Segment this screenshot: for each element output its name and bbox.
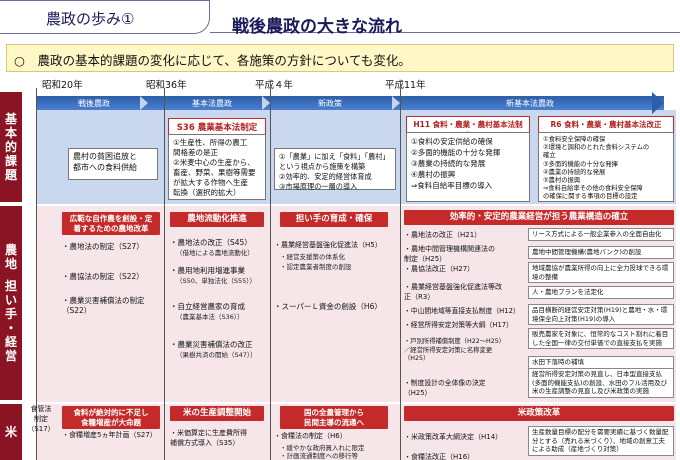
era-heisei11: 平成11年 <box>385 80 426 91</box>
period-basic-law: 基本法農政 <box>192 99 232 108</box>
era-showa20: 昭和20年 <box>42 80 83 91</box>
rice-distribution-header: 国の全量管理から 民間主導の流通へ <box>280 406 388 429</box>
liquidity-note: （果樹共済の開始（S47）） <box>176 351 257 359</box>
period-new-policy: 新政策 <box>318 99 342 108</box>
era-heisei4: 平成４年 <box>255 80 294 91</box>
title-underline <box>210 32 680 33</box>
timeline-divider <box>392 96 400 110</box>
structure-item: ・農協法改正（H27） <box>404 265 475 273</box>
liquidity-note: （農業基本法（S36）） <box>176 313 244 321</box>
new-policy-box: ①「農業」に加え「食料」「農村」 という視点から施策を構築 ②効率的、安定的経営… <box>274 148 396 191</box>
structure-note: 品目横断的経営安定対策(H19)と農地・水・環境保全向上対策(H19)の導入 <box>528 304 674 325</box>
structure-note: リース方式による一般企業参入の全面自由化 <box>528 228 674 241</box>
period-postwar: 戦後農政 <box>78 99 110 108</box>
structure-note: 経営所得安定対策の見直し、日本型直接支払(多面的機能支払)の創設、水田のフル活用… <box>528 368 674 398</box>
successor-note: ・経営支援策の体系化 <box>280 253 345 261</box>
r6-law-header: R6 食料・農業・農村基本法改正 <box>538 116 674 133</box>
rice-reform-header: 米政策改革 <box>404 406 674 421</box>
rice-reform-note: 生産数量目標の配分を需要実績に基づく数量配分とする（売れる米づくり）、地域の創意… <box>528 426 674 456</box>
section-tab <box>0 0 210 34</box>
era-showa36: 昭和36年 <box>146 80 187 91</box>
liquidity-item: ・農地法の改正（S45） <box>170 238 252 247</box>
section-tab-title: 農政の歩み① <box>46 10 135 28</box>
era-line <box>36 88 37 460</box>
era-line <box>270 88 271 460</box>
structure-item: ・農地法の改正（H21） <box>404 231 482 239</box>
structure-note: 農地中間管理機構(農地バンク)の創設 <box>528 246 674 259</box>
rice-item: ・米政策改革大綱決定（H14） <box>404 433 503 441</box>
timeline-arrow <box>36 96 664 110</box>
summary-text: ○ 農政の基本的課題の変化に応じて、各施策の方針についても変化。 <box>14 53 411 68</box>
structure-note: 販売農家を対象に、恒常的なコスト割れに着目した全国一律の交付単価での直接支払を実… <box>528 328 674 349</box>
successor-note: ・認定農業者制度の創設 <box>280 263 352 271</box>
successor-item: ・スーパーＬ資金の創設（H6） <box>274 302 382 311</box>
page-title: 戦後農政の大きな流れ <box>232 17 402 37</box>
structure-item: ・農地中間管理機構関連法の 制定（H25） <box>404 245 495 263</box>
liquidity-item: ・農業災害補償法の改正 <box>170 340 253 349</box>
structure-note: 地域農協が農業所得の向上に全力投球できる環境の整備 <box>528 262 674 283</box>
h11-law-box: ①食料の安定供給の確保 ②多面的機能の十分な発揮 ③農業の持続的な発展 ④農村の… <box>406 132 530 202</box>
liquidity-note: （借地による農地流動化） <box>176 249 254 257</box>
timeline-divider <box>262 96 270 110</box>
structure-item: ・戸別所得補償制度（H22〜H25） ／経営所得安定対策に名称変更 （H25） <box>404 338 506 362</box>
timeline-divider <box>140 96 148 110</box>
era-line <box>164 88 165 460</box>
era-line <box>400 88 401 460</box>
structure-header: 効率的・安定的農業経営が担う農業構造の確立 <box>404 210 674 225</box>
structure-item: ・制度設計の全体像の決定 （H25） <box>404 379 486 397</box>
rice-item: ・食糧法改正（H16） <box>404 453 475 460</box>
structure-item: ・農業経営基盤強化促進法等改 正（R3） <box>404 283 502 301</box>
rice-item: ・米価算定に生産費所得 補償方式導入（S35） <box>170 429 247 447</box>
rice-note: ・緩やかな政府買入れに限定 ・計画流通制度への移行等 <box>280 444 365 460</box>
food-control-law: 食管法 制定 （S17） <box>27 405 55 433</box>
rice-item: ・食糧法の制定（H6） <box>274 432 347 440</box>
s36-law-box: ①生産性、所得の農工 間格差の是正 ②米麦中心の生産から、 畜産、野菜、果樹等需… <box>168 134 266 200</box>
rice-adjustment-header: 米の生産調整開始 <box>170 406 264 421</box>
farmland-item: ・農地法の制定（S27） <box>62 242 144 251</box>
summary-banner <box>6 44 674 72</box>
label-rice: 米 <box>0 404 22 460</box>
label-farmland-management: 農地担い手・経営 <box>0 206 22 400</box>
food-shortage-header: 食料が絶対的に不足し 食糧増産が大命題 <box>62 406 160 429</box>
successor-item: ・農業経営基盤強化促進法（H5） <box>274 241 382 249</box>
rice-item: ・食糧増産5ヵ年計画（S27） <box>62 431 157 439</box>
liquidity-item: ・自立経営農家の育成 <box>170 302 245 311</box>
farmland-reform-header: 広範な自作農を創設・定 着するための農地改革 <box>62 212 160 235</box>
period-new-basic-law: 新基本法農政 <box>506 99 554 108</box>
structure-note: 水田下落時の補填 <box>528 356 674 369</box>
successor-header: 担い手の育成・確保 <box>280 212 388 227</box>
label-basic-issues: 基本的課題 <box>0 92 22 202</box>
r6-law-box: ①食料安全保障の確保 ②環境と調和のとれた食料システムの 確立 ③多面的機能の十… <box>538 132 674 202</box>
timeline-arrowhead <box>652 92 664 114</box>
structure-item: ・経営所得安定対策等大綱（H17） <box>404 321 513 329</box>
liquidity-note: （S50、単独法化（S55）） <box>176 277 257 285</box>
structure-note: 人・農地プランを法定化 <box>528 286 674 299</box>
structure-item: ・中山間地域等直接支払制度（H12） <box>404 307 520 315</box>
liquidity-item: ・農用地利用増進事業 <box>170 266 245 275</box>
farmland-item: ・農協法の制定（S22） <box>62 272 144 281</box>
postwar-issue-box: 農村の貧困追放と 都市への食料供給 <box>68 148 158 180</box>
farmland-item: ・農業災害補償法の制定 （S22） <box>62 296 145 315</box>
liquidity-header: 農地流動化推進 <box>170 212 264 227</box>
